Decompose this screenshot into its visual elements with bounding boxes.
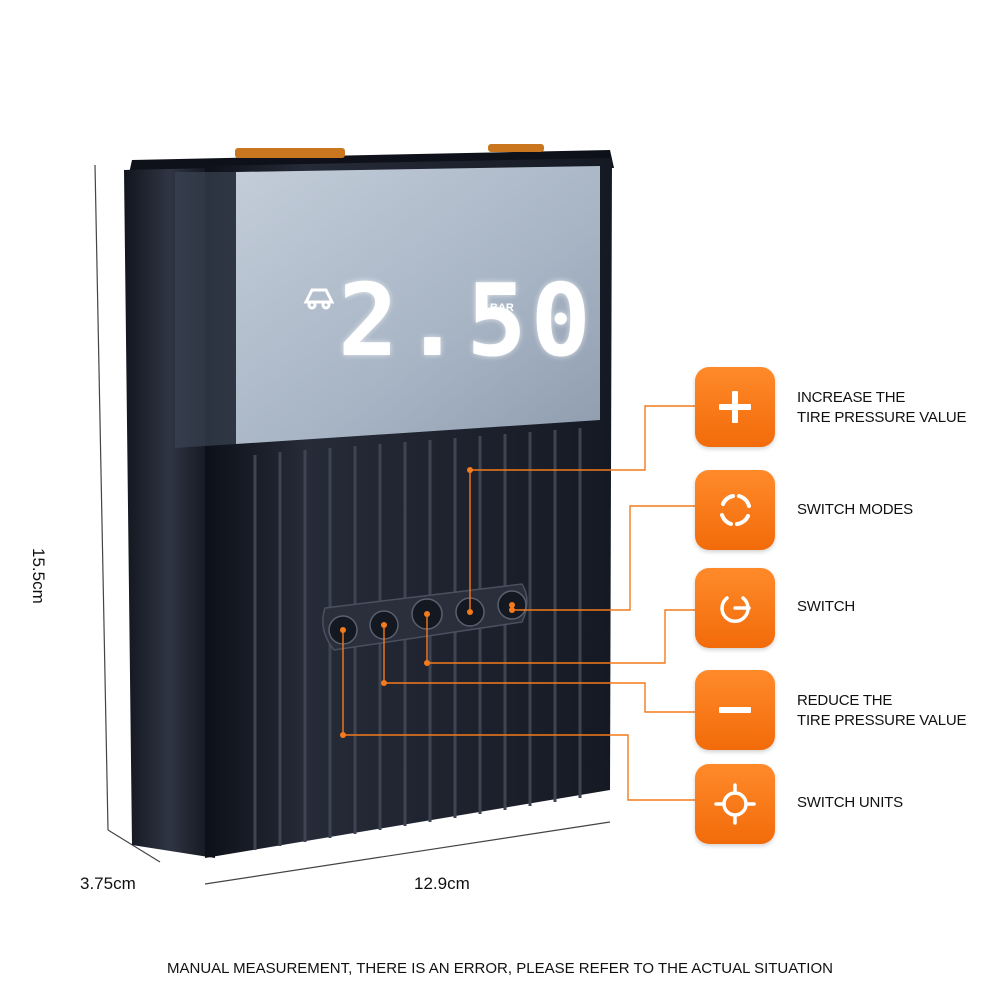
dimension-lines bbox=[94, 164, 611, 885]
depth-label: 3.75cm bbox=[80, 874, 136, 893]
tire-inflator-device bbox=[124, 144, 614, 858]
height-label: 15.5cm bbox=[29, 548, 48, 604]
height-dimension-line bbox=[94, 164, 109, 831]
mode-cycle-icon bbox=[720, 494, 751, 526]
reduce-pressure-button bbox=[695, 670, 775, 750]
width-dimension-line bbox=[204, 821, 611, 885]
increase-pressure-label: INCREASE THE TIRE PRESSURE VALUE bbox=[797, 389, 967, 426]
power-switch-label: SWITCH bbox=[797, 598, 855, 615]
connector-lines bbox=[342, 405, 695, 801]
pressure-unit: BAR bbox=[490, 302, 514, 314]
switch-modes-label: SWITCH MODES bbox=[797, 501, 913, 518]
increase-pressure-button bbox=[695, 367, 775, 447]
minus-icon bbox=[719, 707, 751, 713]
switch-modes-button bbox=[695, 470, 775, 550]
connector-mode bbox=[512, 505, 695, 611]
width-label: 12.9cm bbox=[414, 874, 470, 893]
depth-dimension-line bbox=[107, 829, 161, 863]
plus-icon bbox=[719, 391, 751, 423]
measurement-disclaimer: MANUAL MEASUREMENT, THERE IS AN ERROR, P… bbox=[167, 960, 833, 977]
reduce-pressure-label: REDUCE THE TIRE PRESSURE VALUE bbox=[797, 692, 967, 729]
switch-units-button bbox=[695, 764, 775, 844]
connector-units bbox=[342, 630, 695, 801]
switch-units-label: SWITCH UNITS bbox=[797, 794, 903, 811]
car-icon bbox=[303, 288, 335, 310]
connector-plus bbox=[469, 405, 695, 612]
lcd-screen bbox=[236, 166, 600, 444]
connector-minus bbox=[383, 625, 695, 713]
power-switch-button bbox=[695, 568, 775, 648]
top-orange-accent bbox=[235, 148, 345, 158]
pressure-readout: 2.50 bbox=[338, 262, 595, 379]
connector-power bbox=[426, 609, 695, 664]
crosshair-icon bbox=[714, 783, 756, 825]
power-icon bbox=[720, 596, 751, 623]
